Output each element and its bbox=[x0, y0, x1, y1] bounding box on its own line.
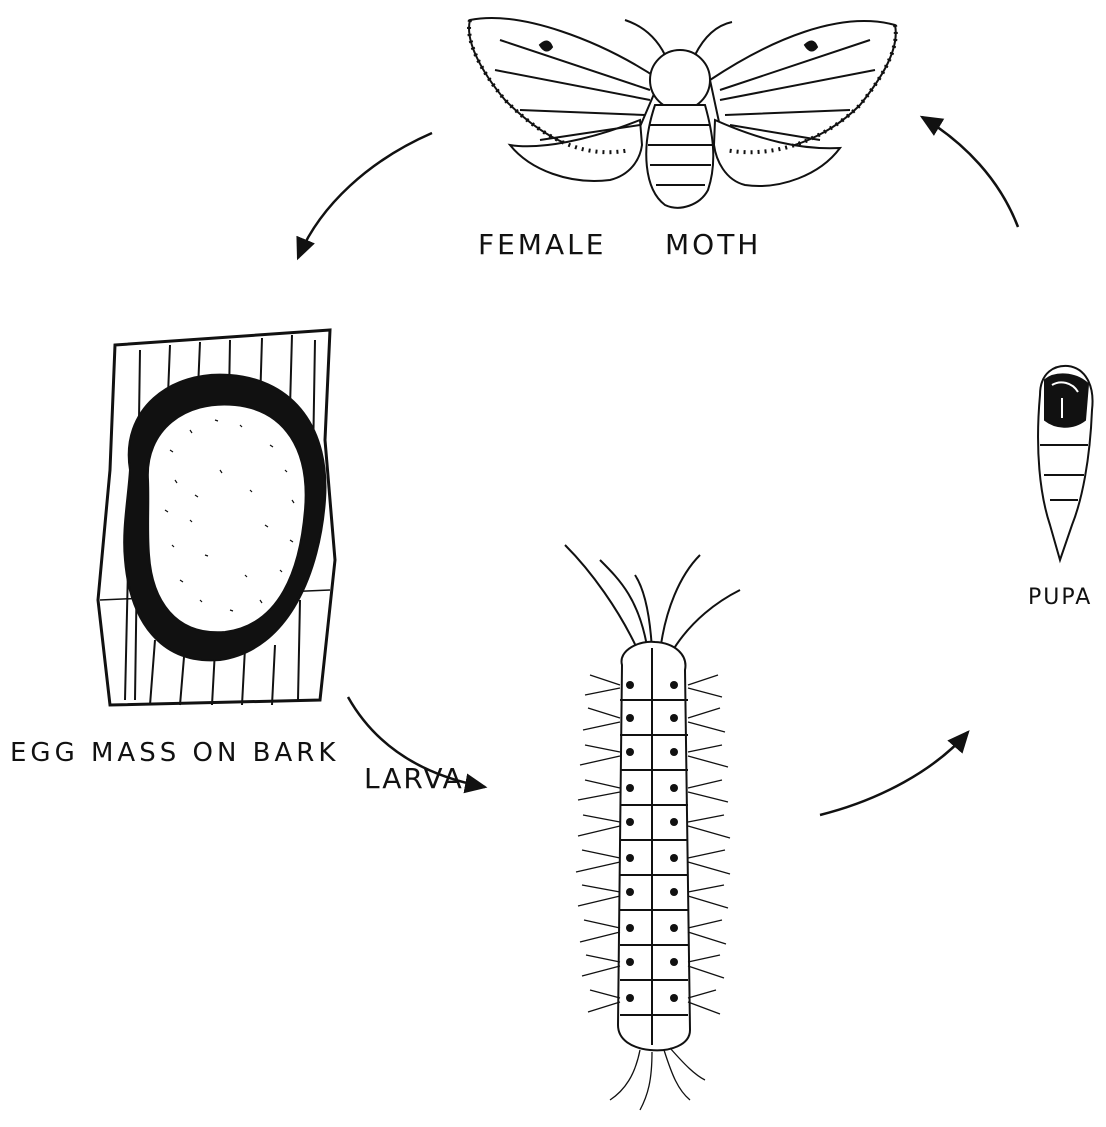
label-moth: MOTH bbox=[665, 228, 761, 261]
label-egg-mass-on-bark: EGG MASS ON BARK bbox=[10, 738, 339, 768]
label-pupa: PUPA bbox=[1028, 585, 1092, 610]
arrow-larva-to-pupa bbox=[820, 732, 968, 815]
moth-illustration bbox=[469, 18, 896, 208]
pupa-illustration bbox=[1038, 366, 1092, 560]
arrow-moth-to-egg bbox=[298, 133, 432, 258]
label-larva: LARVA bbox=[364, 762, 464, 795]
larva-illustration bbox=[565, 545, 740, 1110]
label-female: FEMALE bbox=[478, 228, 606, 261]
arrow-pupa-to-moth bbox=[922, 117, 1018, 227]
egg-mass-illustration bbox=[98, 330, 335, 705]
